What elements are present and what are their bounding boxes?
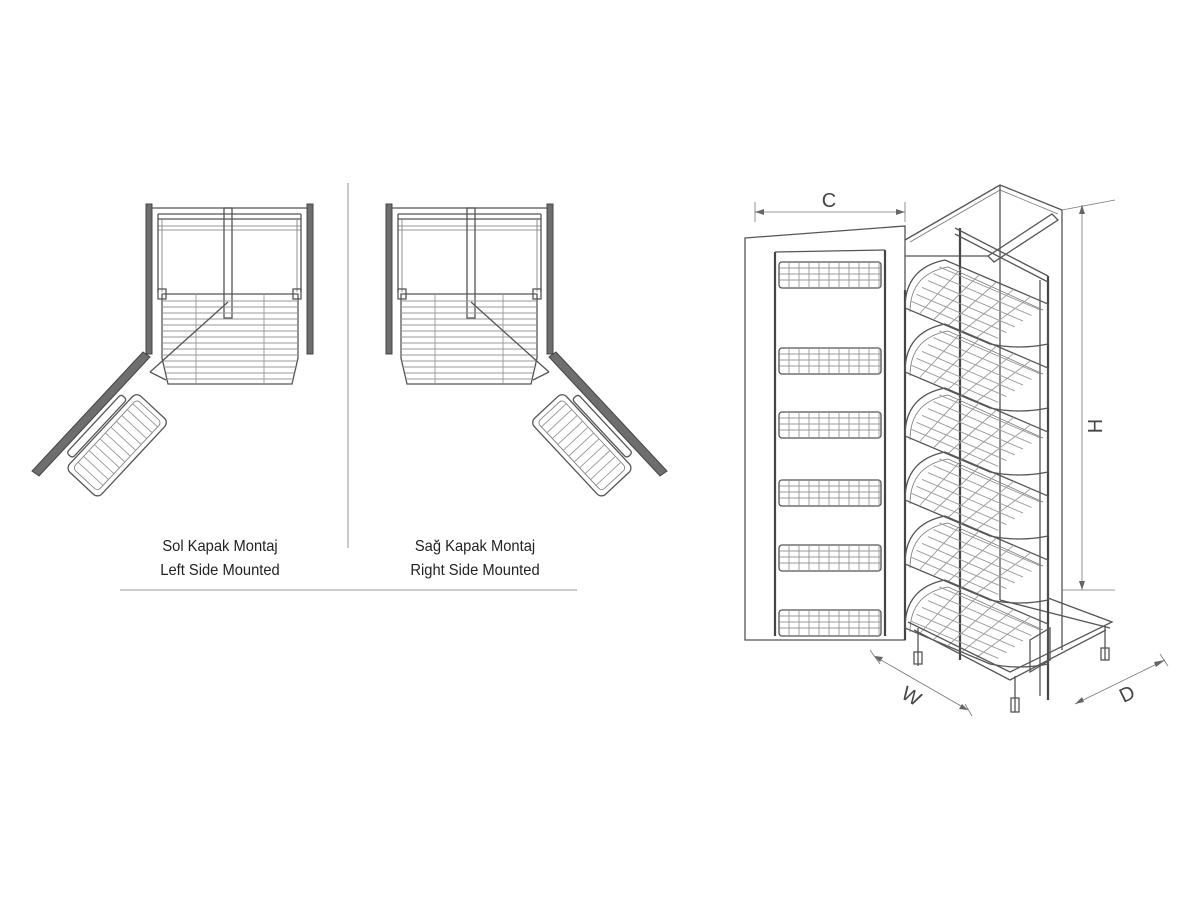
basket: [161, 293, 299, 385]
door-shelf: [778, 479, 882, 507]
cabinet-basket: [904, 451, 1049, 540]
dimension-w: W: [869, 649, 973, 717]
door-basket: [532, 394, 632, 497]
right-side-panel: [385, 203, 393, 355]
dimension-label-d: D: [1116, 682, 1139, 708]
left-mounted-plan-view: [31, 203, 314, 497]
dimension-label-c: C: [822, 190, 836, 212]
left-side-panel: [546, 203, 554, 355]
cabinet-carcass: [904, 184, 1111, 650]
basket: [400, 293, 538, 385]
dimension-h: H: [1061, 199, 1116, 591]
dimension-d: D: [1074, 653, 1169, 708]
dimension-label-w: W: [897, 683, 924, 712]
right-mounted-caption: Sağ Kapak Montaj Right Side Mounted: [365, 535, 586, 583]
basket-wires: [162, 294, 298, 384]
door-shelf: [778, 544, 882, 572]
pantry-unit-isometric: [744, 184, 1114, 713]
base-frame: [907, 597, 1114, 713]
door-shelf: [778, 347, 882, 375]
center-post: [466, 207, 476, 319]
right-mounted-plan-view: [385, 203, 668, 497]
cabinet-basket: [904, 579, 1049, 668]
cabinet-baskets: [904, 259, 1049, 668]
right-caption-turkish: Sağ Kapak Montaj: [414, 538, 536, 555]
left-side-panel: [145, 203, 153, 355]
door-panel: [548, 351, 668, 477]
left-mounted-caption: Sol Kapak Montaj Left Side Mounted: [110, 535, 331, 583]
top-guide-rail: [986, 213, 1060, 263]
right-caption-english: Right Side Mounted: [410, 562, 540, 579]
door-shelf: [778, 411, 882, 439]
dimension-label-h: H: [1085, 419, 1107, 433]
basket-wires: [401, 294, 537, 384]
cabinet-basket: [904, 387, 1049, 476]
cabinet-basket: [904, 323, 1049, 412]
door-basket: [67, 394, 167, 497]
right-side-panel: [306, 203, 314, 355]
cabinet-basket: [904, 515, 1049, 604]
door-shelf: [778, 609, 882, 637]
cabinet-basket: [904, 259, 1049, 348]
door-shelves: [778, 261, 882, 637]
door-panel: [31, 351, 151, 477]
dimension-c: C: [754, 190, 906, 222]
left-caption-turkish: Sol Kapak Montaj: [162, 538, 278, 555]
door-shelf: [778, 261, 882, 289]
left-caption-english: Left Side Mounted: [160, 562, 280, 579]
center-post: [223, 207, 233, 319]
